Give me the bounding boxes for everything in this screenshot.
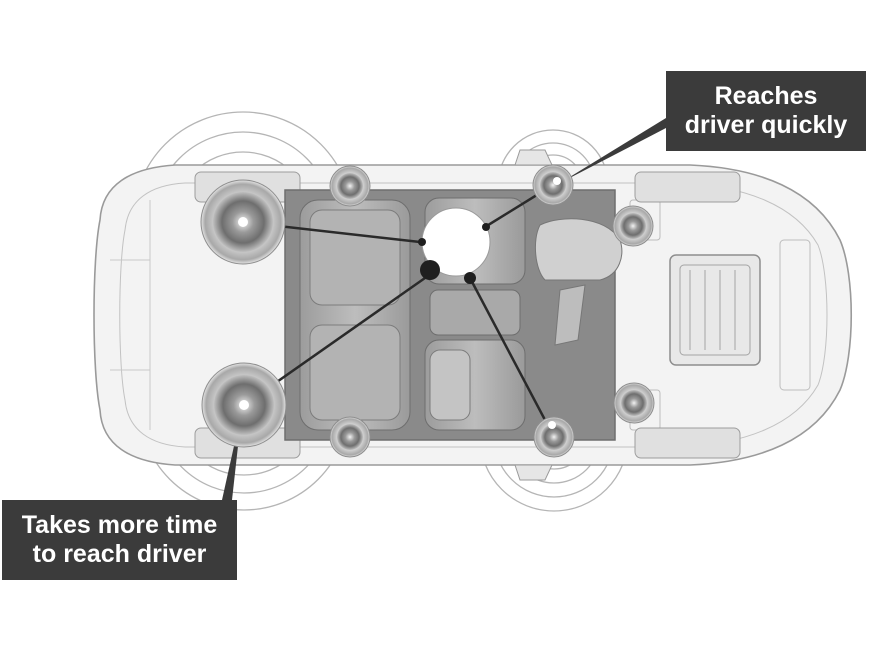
driver: [418, 207, 491, 284]
speaker-icon: [329, 165, 371, 207]
speaker-icon: [532, 164, 574, 206]
callout-quick-line1: Reaches: [714, 82, 818, 110]
speaker-icon: [329, 416, 371, 458]
speaker-icon: [613, 382, 655, 424]
speakers: [200, 164, 655, 458]
callout-quick-line2: driver quickly: [684, 111, 848, 139]
speaker-icon: [612, 205, 654, 247]
callout-reaches-quickly: Reaches driver quickly: [666, 71, 866, 151]
ear-marker-icon: [482, 223, 490, 231]
speaker-icon: [200, 179, 286, 265]
callout-slow-line2: to reach driver: [32, 540, 207, 568]
ear-marker-icon: [418, 238, 426, 246]
callout-slow-line1: Takes more time: [21, 511, 218, 539]
ear-marker-icon: [420, 260, 440, 280]
speaker-icon: [533, 416, 575, 458]
ear-marker-icon: [464, 272, 476, 284]
speaker-icon: [201, 362, 287, 448]
callout-takes-more-time: Takes more time to reach driver: [2, 500, 237, 580]
